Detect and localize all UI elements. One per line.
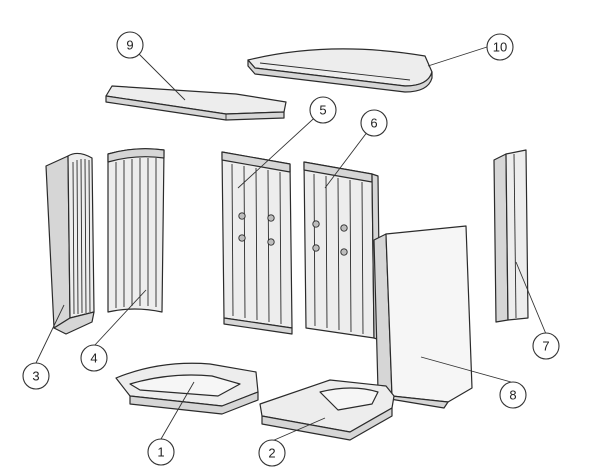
callout-4: 4 (80, 344, 108, 372)
callout-8-label: 8 (509, 388, 516, 403)
callout-9-label: 9 (126, 38, 133, 53)
callout-1-label: 1 (157, 445, 164, 460)
leader-5 (237, 109, 324, 189)
callout-10-label: 10 (493, 40, 507, 55)
callout-8: 8 (499, 381, 527, 409)
callout-2: 2 (258, 439, 286, 467)
callout-5-label: 5 (319, 103, 326, 118)
part-2-base-section (259, 379, 395, 441)
leader-4 (93, 289, 147, 347)
part-7-upright-profile (493, 149, 529, 323)
leader-2 (271, 417, 326, 442)
leader-10 (427, 46, 488, 67)
callout-6-label: 6 (370, 116, 377, 131)
part-6-rear-panel-right (303, 161, 381, 341)
callout-10: 10 (486, 33, 514, 61)
callout-7: 7 (532, 332, 560, 360)
callout-3-label: 3 (32, 369, 39, 384)
part-1-curved-base (115, 362, 259, 415)
part-4-wide-side-panel (107, 148, 165, 313)
part-3-narrow-side-panel (45, 152, 95, 335)
callout-2-label: 2 (268, 446, 275, 461)
leader-3 (35, 304, 65, 364)
callout-7-label: 7 (542, 339, 549, 354)
leader-1 (160, 381, 195, 440)
callout-5: 5 (309, 96, 337, 124)
callout-1: 1 (147, 438, 175, 466)
callout-4-label: 4 (90, 351, 97, 366)
part-8-flat-slab (373, 225, 473, 409)
leader-6 (324, 122, 375, 189)
leader-lines (35, 44, 547, 442)
callout-6: 6 (360, 109, 388, 137)
leader-8 (420, 356, 512, 383)
part-9-deflector-plate (105, 85, 287, 121)
callout-9: 9 (116, 31, 144, 59)
leader-7 (515, 261, 547, 335)
part-5-rear-panel-left (221, 151, 293, 335)
callout-3: 3 (22, 362, 50, 390)
part-10-top-baffle (247, 48, 433, 93)
